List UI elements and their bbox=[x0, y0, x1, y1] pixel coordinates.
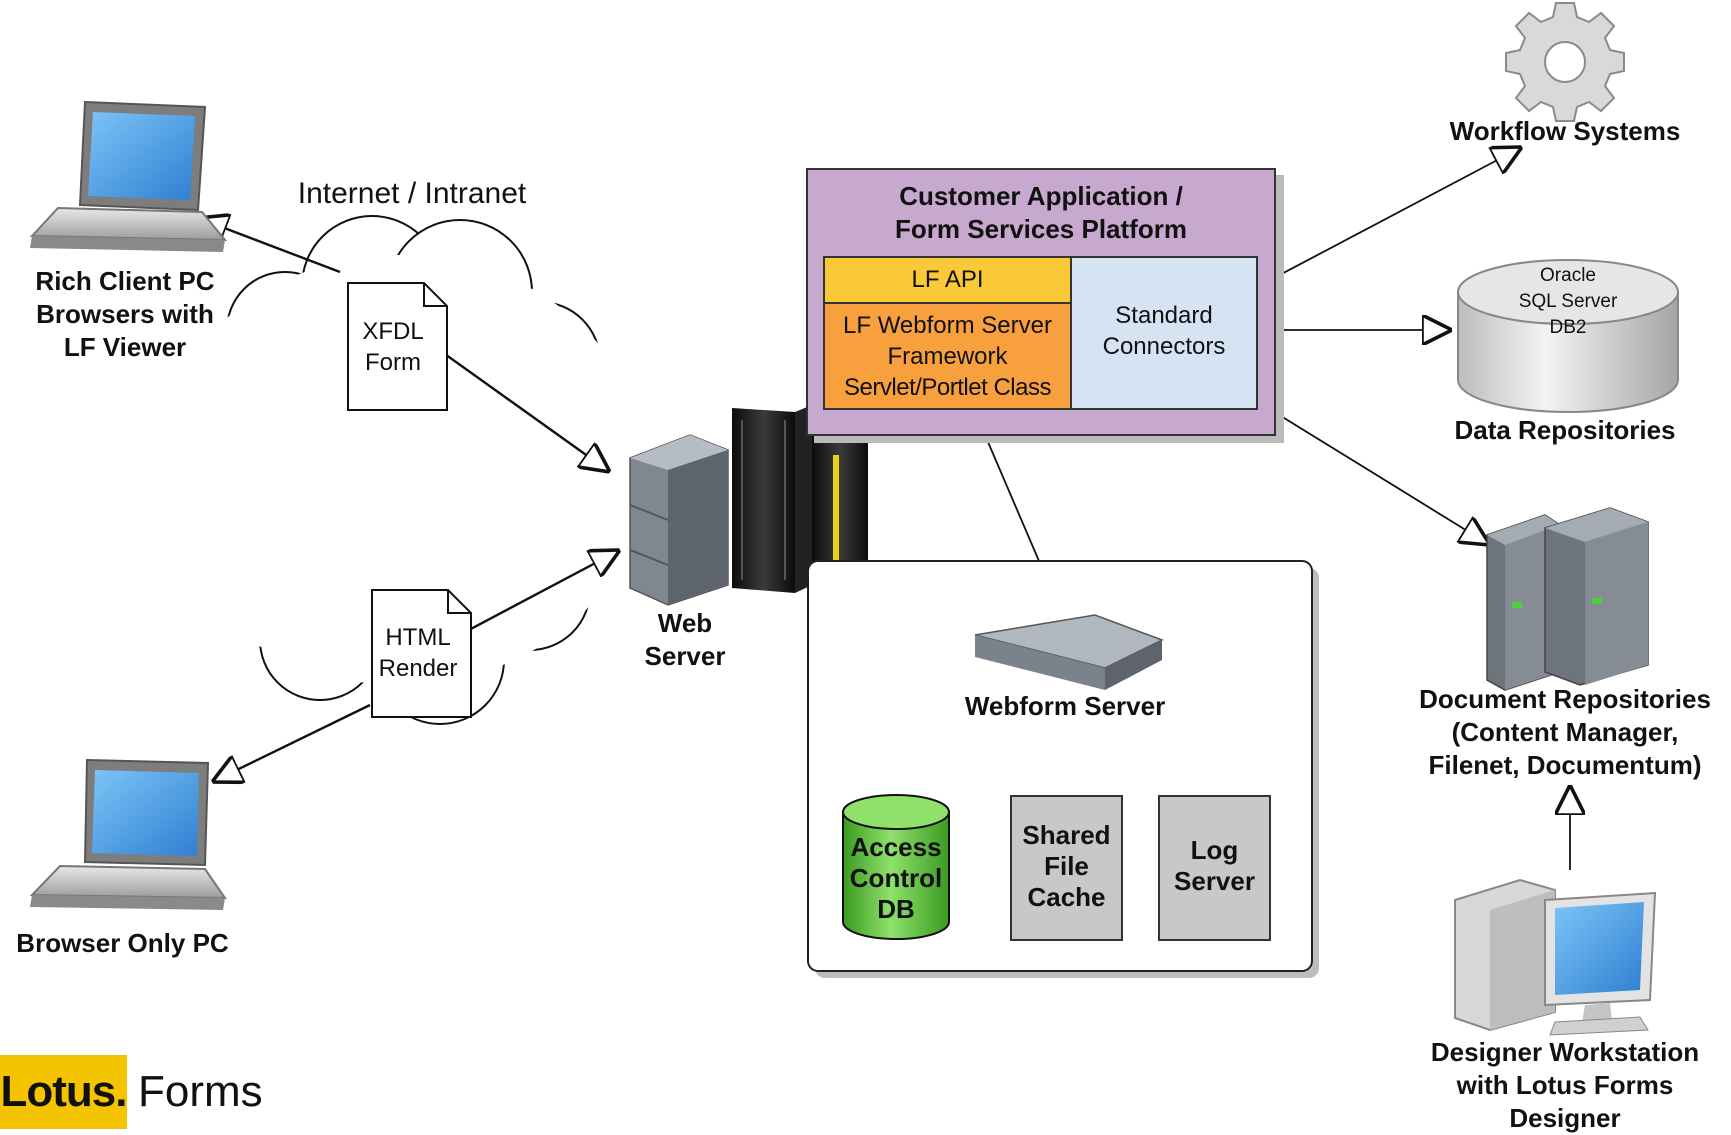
db-name-db2: DB2 bbox=[1549, 317, 1587, 338]
shared-file-cache-label: Shared File Cache bbox=[1010, 820, 1123, 913]
doc-repos-line-1: Document Repositories bbox=[1419, 684, 1711, 714]
access-db-line-1: Access bbox=[850, 832, 942, 862]
access-control-db-label: Access Control DB bbox=[843, 832, 949, 925]
doc-repos-label: Document Repositories (Content Manager, … bbox=[1395, 683, 1731, 782]
rich-client-laptop-icon bbox=[29, 100, 228, 252]
arrow-html-to-web-server bbox=[449, 550, 620, 642]
arrow-to-rich-client bbox=[198, 218, 341, 274]
xfdl-line-1: XFDL bbox=[362, 318, 424, 345]
web-server-label: Web Server bbox=[630, 607, 740, 673]
designer-line-3: Designer bbox=[1509, 1103, 1621, 1133]
xfdl-label: XFDL Form bbox=[348, 316, 438, 378]
webform-server-icon bbox=[974, 614, 1164, 898]
mainframe-rack-icon bbox=[732, 405, 868, 593]
cloud-fill bbox=[155, 255, 645, 685]
access-db-line-2: Control bbox=[849, 863, 943, 893]
arrow-to-workflow bbox=[1254, 147, 1522, 289]
log-server-box bbox=[1158, 795, 1271, 941]
platform-title: Customer Application / Form Services Pla… bbox=[806, 180, 1276, 246]
cloud-label: Internet / Intranet bbox=[297, 177, 527, 210]
designer-line-1: Designer Workstation bbox=[1430, 1037, 1700, 1067]
log-server-label: Log Server bbox=[1158, 835, 1271, 897]
platform-title-line-1: Customer Application / bbox=[899, 181, 1183, 211]
webform-server-label: Webform Server bbox=[964, 691, 1166, 721]
lotus-logo: Lotus. bbox=[0, 1055, 127, 1129]
forms-logo-text: Forms bbox=[138, 1067, 263, 1116]
log-server-line-1: Log bbox=[1190, 835, 1239, 865]
browser-only-laptop-icon bbox=[29, 758, 227, 910]
shared-file-cache-box bbox=[1010, 795, 1123, 941]
doc-repos-line-3: Filenet, Documentum) bbox=[1428, 750, 1702, 780]
db-names-label: Oracle SQL Server DB2 bbox=[1490, 263, 1646, 341]
arrow-to-browser-only bbox=[212, 703, 371, 782]
xfdl-line-2: Form bbox=[365, 349, 421, 376]
access-db-line-3: DB bbox=[877, 894, 915, 924]
rich-client-line-2: Browsers with bbox=[36, 299, 214, 329]
framework-line-2: Framework bbox=[887, 343, 1008, 370]
lf-api-box bbox=[823, 256, 1072, 304]
shared-cache-line-1: Shared bbox=[1022, 820, 1111, 850]
designer-line-2: with Lotus Forms bbox=[1456, 1070, 1674, 1100]
web-server-icon bbox=[629, 434, 729, 606]
connectors-line-2: Connectors bbox=[1102, 333, 1226, 360]
data-repository-db-icon bbox=[1457, 259, 1679, 413]
platform-title-line-2: Form Services Platform bbox=[895, 214, 1187, 244]
db-name-oracle: Oracle bbox=[1540, 265, 1596, 286]
rich-client-label: Rich Client PC Browsers with LF Viewer bbox=[10, 265, 240, 364]
shared-cache-line-3: Cache bbox=[1027, 882, 1106, 912]
workflow-label: Workflow Systems bbox=[1449, 116, 1681, 146]
workflow-gear-icon bbox=[1505, 2, 1625, 122]
shared-cache-line-2: File bbox=[1044, 851, 1089, 881]
html-line-2: Render bbox=[378, 655, 458, 682]
lf-api-label: LF API bbox=[911, 266, 984, 293]
designer-label: Designer Workstation with Lotus Forms De… bbox=[1400, 1036, 1730, 1135]
connectors-label: Standard Connectors bbox=[1070, 300, 1258, 362]
db-name-sqlserver: SQL Server bbox=[1518, 291, 1618, 312]
framework-line-3: Servlet/Portlet Class bbox=[844, 374, 1051, 401]
html-line-1: HTML bbox=[385, 624, 451, 651]
connectors-box bbox=[1070, 256, 1258, 410]
document-repository-servers-icon bbox=[1486, 507, 1649, 691]
web-server-line-2: Server bbox=[644, 641, 726, 671]
web-server-line-1: Web bbox=[657, 608, 713, 638]
doc-repos-line-2: (Content Manager, bbox=[1451, 717, 1679, 747]
access-control-db-icon bbox=[842, 794, 950, 940]
connectors-line-1: Standard bbox=[1115, 302, 1213, 329]
html-document-icon bbox=[371, 589, 472, 718]
framework-line-1: LF Webform Server bbox=[843, 312, 1052, 339]
data-repos-label: Data Repositories bbox=[1454, 415, 1676, 445]
log-server-line-2: Server bbox=[1174, 866, 1255, 896]
designer-workstation-icon bbox=[1454, 878, 1657, 1036]
rich-client-line-1: Rich Client PC bbox=[35, 266, 215, 296]
browser-only-label: Browser Only PC bbox=[16, 928, 229, 958]
framework-label: LF Webform Server Framework Servlet/Port… bbox=[823, 310, 1072, 403]
xfdl-document-icon bbox=[347, 282, 448, 411]
html-label: HTML Render bbox=[372, 622, 464, 684]
rich-client-line-3: LF Viewer bbox=[63, 332, 187, 362]
arrow-to-doc-repos bbox=[1254, 399, 1490, 545]
